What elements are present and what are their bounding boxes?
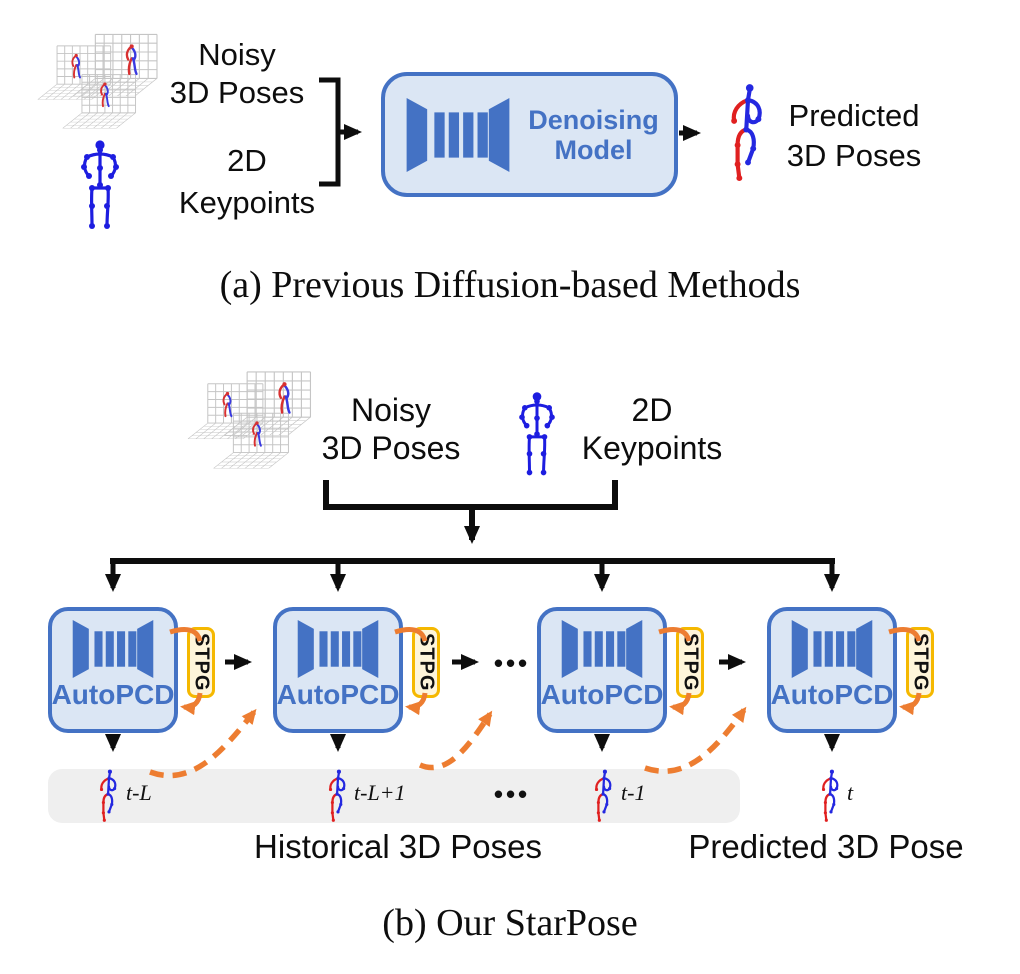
autopcd-block-1: AutoPCD xyxy=(48,607,178,733)
encoder-decoder-icon xyxy=(297,620,379,678)
label-line: 3D Poses xyxy=(169,75,305,110)
encoder-decoder-icon xyxy=(406,97,510,172)
2d-keypoints-icon-b xyxy=(517,390,557,477)
label-line: Predicted xyxy=(788,98,920,133)
denoising-model-box: Denoising Model xyxy=(381,72,678,197)
label-line: 3D Poses xyxy=(786,138,922,173)
blocks-ellipsis: ••• xyxy=(493,648,531,678)
label-line: Keypoints xyxy=(178,185,316,220)
2d-keypoints-icon-a xyxy=(79,138,121,231)
panel-a-caption: (a) Previous Diffusion-based Methods xyxy=(219,264,801,306)
encoder-decoder-icon xyxy=(561,620,643,678)
label-line: 3D Poses xyxy=(321,430,461,466)
predicted-3d-pose-label: Predicted 3D Pose xyxy=(688,828,964,865)
historical-3d-poses-label: Historical 3D Poses xyxy=(254,828,542,865)
feedback-dashed-arrow-2 xyxy=(418,710,493,771)
label-line: Keypoints xyxy=(581,430,723,466)
panel-b-input-noisy-label: Noisy 3D Poses xyxy=(306,391,476,467)
label-line: Model xyxy=(554,134,633,165)
label-line: Noisy xyxy=(198,37,276,72)
autopcd-label: AutoPCD xyxy=(51,679,175,710)
encoder-decoder-icon xyxy=(72,620,154,678)
autopcd-block-3: AutoPCD xyxy=(537,607,667,733)
time-label-1: t-L xyxy=(126,780,152,805)
panel-b-caption: (b) Our StarPose xyxy=(382,902,638,944)
time-label-4: t xyxy=(847,780,854,805)
input-merge-bracket-b xyxy=(323,480,618,510)
outputs-ellipsis: ••• xyxy=(493,779,531,809)
panel-a-output-label: Predicted 3D Poses xyxy=(764,96,944,176)
time-label-3: t-1 xyxy=(621,780,646,805)
stpg-tag-4: STPG xyxy=(906,627,934,698)
autopcd-label: AutoPCD xyxy=(540,679,664,710)
predicted-pose-icon-b xyxy=(820,768,840,824)
autopcd-label: AutoPCD xyxy=(276,679,400,710)
label-line: Denoising xyxy=(528,104,659,135)
predicted-3d-pose-icon-a xyxy=(731,84,761,181)
label-line: 2D xyxy=(631,392,673,428)
panel-b-input-2d-label: 2D Keypoints xyxy=(562,391,742,467)
noisy-3d-poses-thumbnail-b xyxy=(188,372,310,468)
autopcd-block-2: AutoPCD xyxy=(273,607,403,733)
denoising-model-label: Denoising Model xyxy=(513,105,674,165)
stpg-tag-2: STPG xyxy=(412,627,440,698)
autopcd-block-4: AutoPCD xyxy=(767,607,897,733)
time-label-2: t-L+1 xyxy=(354,780,406,805)
label-line: 2D xyxy=(227,143,267,178)
autopcd-label: AutoPCD xyxy=(770,679,894,710)
label-line: Noisy xyxy=(350,392,431,428)
encoder-decoder-icon xyxy=(791,620,873,678)
panel-a-input-2d-label: 2D Keypoints xyxy=(162,140,332,224)
panel-a-input-noisy-label: Noisy 3D Poses xyxy=(152,36,322,112)
noisy-3d-poses-thumbnail-a xyxy=(38,34,157,128)
stpg-tag-1: STPG xyxy=(187,627,215,698)
stpg-tag-3: STPG xyxy=(676,627,704,698)
